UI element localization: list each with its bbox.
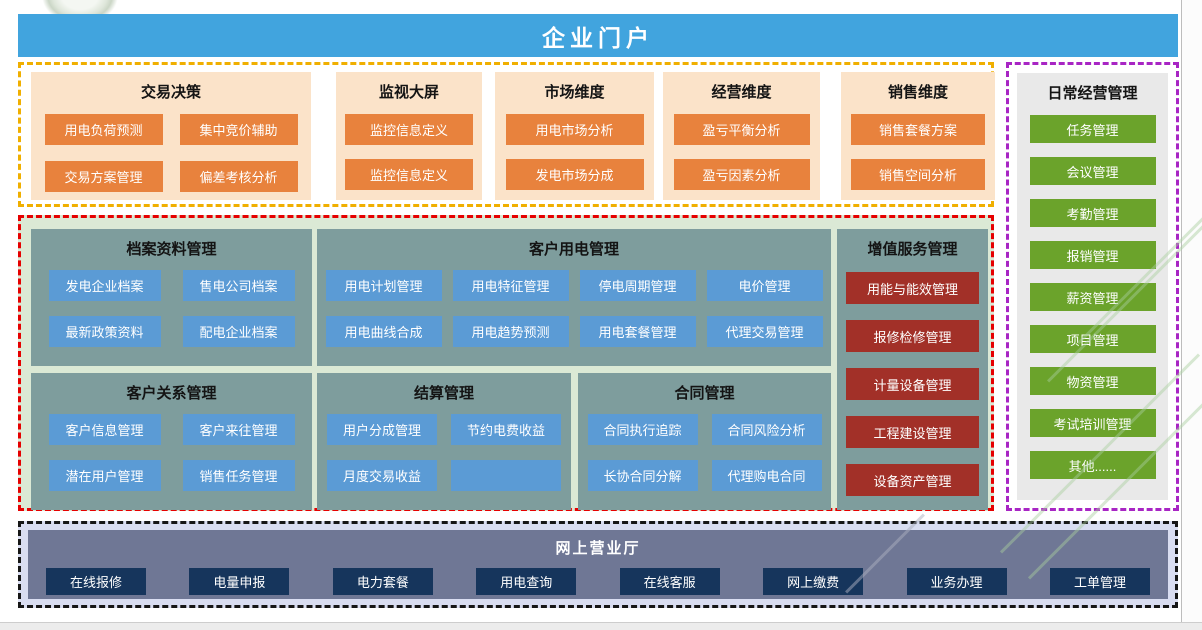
daily-module-button[interactable]: 考试培训管理	[1029, 409, 1156, 437]
daily-mgmt-section: 日常经营管理 任务管理 会议管理 考勤管理 报销管理 薪资管理 项目管理 物资管…	[1006, 62, 1179, 511]
module-button[interactable]: 发电市场分成	[505, 159, 644, 190]
module-button[interactable]: 用能与能效管理	[846, 272, 979, 304]
panel-market-dimension: 市场维度 用电市场分析 发电市场分成	[495, 72, 654, 200]
module-button[interactable]: 发电企业档案	[48, 270, 161, 301]
module-button[interactable]: 月度交易收益	[327, 460, 437, 491]
analysis-section: 交易决策 用电负荷预测 集中竞价辅助 交易方案管理 偏差考核分析 监视大屏 监控…	[18, 62, 995, 207]
module-button[interactable]: 客户信息管理	[48, 414, 161, 445]
module-button[interactable]: 偏差考核分析	[179, 161, 298, 192]
module-button[interactable]: 用电市场分析	[505, 114, 644, 145]
panel-archive-mgmt: 档案资料管理 发电企业档案 售电公司档案 最新政策资料 配电企业档案	[31, 229, 312, 366]
group-title: 合同管理	[674, 385, 735, 402]
daily-module-button[interactable]: 任务管理	[1029, 115, 1156, 143]
panel-customer-power-mgmt: 客户用电管理 用电计划管理 用电特征管理 停电周期管理 电价管理 用电曲线合成 …	[317, 229, 831, 366]
module-button[interactable]: 用电计划管理	[325, 270, 442, 301]
hall-module-button[interactable]: 网上缴费	[763, 568, 864, 595]
hall-module-button[interactable]: 在线客服	[619, 568, 720, 595]
group-title: 客户用电管理	[528, 241, 619, 258]
module-button[interactable]: 销售任务管理	[182, 460, 295, 491]
daily-module-button[interactable]: 其他......	[1029, 451, 1156, 479]
hall-module-button[interactable]: 电力套餐	[332, 568, 433, 595]
module-button[interactable]: 最新政策资料	[48, 316, 161, 347]
module-button[interactable]: 电价管理	[706, 270, 823, 301]
module-button[interactable]: 集中竞价辅助	[179, 114, 298, 145]
group-title: 市场维度	[544, 84, 605, 101]
panel-contract-mgmt: 合同管理 合同执行追踪 合同风险分析 长协合同分解 代理购电合同	[578, 373, 831, 510]
module-button[interactable]: 配电企业档案	[182, 316, 295, 347]
hall-module-button[interactable]: 用电查询	[476, 568, 577, 595]
group-title: 监视大屏	[378, 84, 439, 101]
daily-mgmt-panel: 日常经营管理 任务管理 会议管理 考勤管理 报销管理 薪资管理 项目管理 物资管…	[1017, 73, 1168, 500]
group-title: 日常经营管理	[1047, 85, 1138, 102]
hall-module-button[interactable]: 工单管理	[1049, 568, 1150, 595]
module-button[interactable]: 用户分成管理	[327, 414, 437, 445]
module-button[interactable]: 用电套餐管理	[579, 316, 696, 347]
group-title: 经营维度	[711, 84, 772, 101]
module-button[interactable]: 节约电费收益	[451, 414, 561, 445]
module-button[interactable]: 停电周期管理	[579, 270, 696, 301]
module-button[interactable]: 设备资产管理	[846, 464, 979, 496]
module-button[interactable]: 交易方案管理	[44, 161, 163, 192]
panel-sales-dimension: 销售维度 销售套餐方案 销售空间分析	[841, 72, 995, 200]
group-title: 客户关系管理	[126, 385, 217, 402]
group-title: 网上营业厅	[555, 540, 641, 557]
module-button[interactable]: 盈亏因素分析	[673, 159, 810, 190]
module-button[interactable]: 工程建设管理	[846, 416, 979, 448]
panel-settlement-mgmt: 结算管理 用户分成管理 节约电费收益 月度交易收益	[317, 373, 571, 510]
online-hall-panel: 网上营业厅 在线报修 电量申报 电力套餐 用电查询 在线客服 网上缴费 业务办理…	[28, 530, 1168, 599]
hall-module-button[interactable]: 业务办理	[906, 568, 1007, 595]
page-title: 企业门户	[18, 14, 1178, 57]
hall-module-button[interactable]: 电量申报	[189, 568, 290, 595]
daily-module-button[interactable]: 考勤管理	[1029, 199, 1156, 227]
online-hall-section: 网上营业厅 在线报修 电量申报 电力套餐 用电查询 在线客服 网上缴费 业务办理…	[18, 521, 1178, 608]
daily-module-button[interactable]: 物资管理	[1029, 367, 1156, 395]
module-button[interactable]: 盈亏平衡分析	[673, 114, 810, 145]
module-button[interactable]: 用电曲线合成	[325, 316, 442, 347]
page-right-margin	[1182, 0, 1202, 622]
group-title: 交易决策	[140, 84, 201, 101]
module-button[interactable]: 潜在用户管理	[48, 460, 161, 491]
module-button[interactable]: 代理交易管理	[706, 316, 823, 347]
module-button[interactable]: 用电负荷预测	[44, 114, 163, 145]
module-button[interactable]: 监控信息定义	[345, 114, 473, 145]
hall-module-button[interactable]: 在线报修	[46, 568, 146, 595]
group-title: 结算管理	[413, 385, 474, 402]
panel-operation-dimension: 经营维度 盈亏平衡分析 盈亏因素分析	[663, 72, 820, 200]
daily-module-button[interactable]: 薪资管理	[1029, 283, 1156, 311]
group-title: 增值服务管理	[867, 241, 958, 258]
page-edge-line	[1181, 0, 1182, 622]
module-button[interactable]: 销售套餐方案	[851, 114, 985, 145]
page-bottom-strip	[0, 622, 1202, 630]
module-button[interactable]: 用电特征管理	[452, 270, 569, 301]
panel-monitor-screen: 监视大屏 监控信息定义 监控信息定义	[336, 72, 482, 200]
group-title: 档案资料管理	[126, 241, 217, 258]
panel-value-added-services: 增值服务管理 用能与能效管理 报修检修管理 计量设备管理 工程建设管理 设备资产…	[837, 229, 988, 510]
module-button[interactable]: 代理购电合同	[711, 460, 822, 491]
module-button[interactable]: 用电趋势预测	[452, 316, 569, 347]
module-button-empty[interactable]	[451, 460, 561, 491]
daily-module-button[interactable]: 会议管理	[1029, 157, 1156, 185]
module-button[interactable]: 监控信息定义	[345, 159, 473, 190]
module-button[interactable]: 销售空间分析	[851, 159, 985, 190]
module-button[interactable]: 报修检修管理	[846, 320, 979, 352]
module-button[interactable]: 长协合同分解	[587, 460, 698, 491]
panel-trading-decision: 交易决策 用电负荷预测 集中竞价辅助 交易方案管理 偏差考核分析	[31, 72, 311, 200]
module-button[interactable]: 售电公司档案	[182, 270, 295, 301]
module-button[interactable]: 客户来往管理	[182, 414, 295, 445]
daily-module-button[interactable]: 报销管理	[1029, 241, 1156, 269]
panel-customer-relation-mgmt: 客户关系管理 客户信息管理 客户来往管理 潜在用户管理 销售任务管理	[31, 373, 312, 510]
daily-module-button[interactable]: 项目管理	[1029, 325, 1156, 353]
group-title: 销售维度	[887, 84, 948, 101]
module-button[interactable]: 合同风险分析	[711, 414, 822, 445]
module-button[interactable]: 计量设备管理	[846, 368, 979, 400]
business-section: 档案资料管理 发电企业档案 售电公司档案 最新政策资料 配电企业档案 客户用电管…	[18, 215, 994, 511]
module-button[interactable]: 合同执行追踪	[587, 414, 698, 445]
